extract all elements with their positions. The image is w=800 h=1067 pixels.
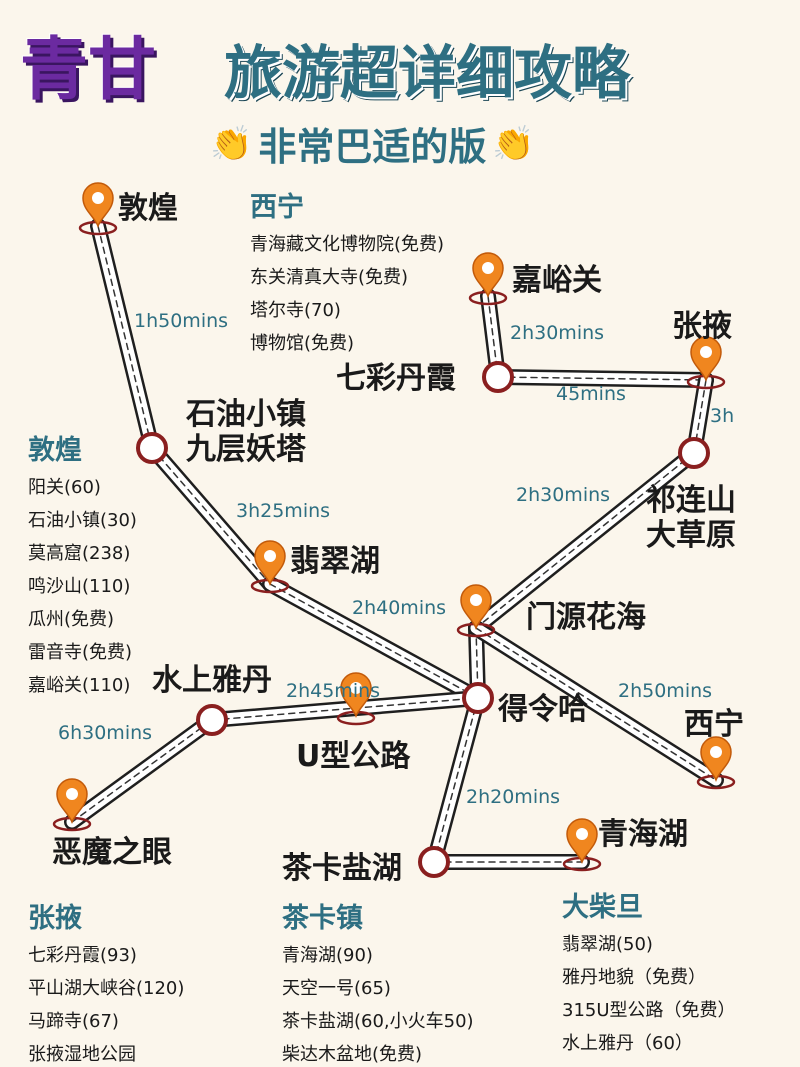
node-chaka — [418, 846, 450, 878]
list-item: 平山湖大峡谷(120) — [28, 978, 185, 999]
road-shiyou-feicui — [151, 447, 271, 585]
place-qilian: 祁连山 大草原 — [646, 483, 736, 553]
location-pin-icon — [562, 818, 602, 872]
location-pin-icon — [686, 336, 726, 390]
duration-zhangye-qilian: 3h — [710, 405, 735, 427]
duration-qilian-menyuan: 2h30mins — [516, 484, 611, 506]
node-shuishang — [196, 704, 228, 736]
duration-menyuan-xining: 2h50mins — [618, 680, 713, 702]
list-item: 雅丹地貌（免费） — [562, 967, 706, 988]
node-qilian — [678, 437, 710, 469]
location-pin-icon — [696, 736, 736, 790]
clapping-hands-icon: 👏 — [210, 123, 253, 164]
duration-shiyou-feicui: 3h25mins — [236, 500, 331, 522]
panel-dachaidan: 大柴旦 翡翠湖(50) 雅丹地貌（免费） 315U型公路（免费） 水上雅丹（60… — [562, 885, 736, 1060]
duration-shuishang-delingha: 2h45mins — [286, 680, 381, 702]
list-item: 柴达木盆地(免费) — [282, 1044, 423, 1065]
location-pin-icon — [52, 778, 92, 832]
list-item: 天空一号(65) — [282, 978, 391, 999]
place-emo: 恶魔之眼 — [52, 835, 172, 870]
list-item: 张掖湿地公园 — [28, 1044, 136, 1065]
panel-dunhuang: 敦煌 阳关(60) 石油小镇(30) 莫高窟(238) 鸣沙山(110) 瓜州(… — [28, 428, 137, 702]
road-danxia-zhangye — [497, 376, 707, 381]
place-feicui: 翡翠湖 — [290, 544, 380, 579]
duration-dunhuang-shiyou: 1h50mins — [134, 310, 229, 332]
subtitle: 👏 非常巴适的版 👏 — [210, 116, 535, 171]
road-delingha-chaka — [433, 697, 479, 863]
list-item: 博物馆(免费) — [250, 333, 355, 354]
place-chaka: 茶卡盐湖 — [282, 851, 402, 886]
panel-title: 张掖 — [28, 903, 82, 934]
place-shuishang: 水上雅丹 — [152, 663, 272, 698]
location-pin-icon — [336, 672, 376, 726]
list-item: 青海湖(90) — [282, 945, 373, 966]
list-item: 马蹄寺(67) — [28, 1011, 119, 1032]
panel-zhangye: 张掖 七彩丹霞(93) 平山湖大峡谷(120) 马蹄寺(67) 张掖湿地公园 — [28, 896, 184, 1067]
node-danxia — [482, 361, 514, 393]
panel-title: 敦煌 — [28, 435, 82, 466]
duration-feicui-delingha: 2h40mins — [352, 597, 447, 619]
list-item: 阳关(60) — [28, 477, 101, 498]
road-qilian-menyuan — [475, 452, 695, 629]
roads-layer — [64, 218, 724, 870]
place-menyuan: 门源花海 — [526, 600, 646, 635]
place-dunhuang: 敦煌 — [118, 191, 178, 226]
list-item: 雷音寺(免费) — [28, 642, 133, 663]
title-region: 青甘 — [20, 31, 157, 110]
panel-title: 茶卡镇 — [282, 903, 363, 934]
location-pin-icon — [78, 182, 118, 236]
clapping-hands-icon: 👏 — [492, 123, 535, 164]
list-item: 鸣沙山(110) — [28, 576, 131, 597]
place-xining: 西宁 — [684, 707, 744, 742]
list-item: 嘉峪关(110) — [28, 675, 131, 696]
node-shiyou — [136, 432, 168, 464]
panel-title: 西宁 — [250, 192, 304, 223]
duration-delingha-chaka: 2h20mins — [466, 786, 561, 808]
road-dunhuang-shiyou — [97, 225, 153, 449]
list-item: 瓜州(免费) — [28, 609, 115, 630]
duration-jiayuguan-danxia: 2h30mins — [510, 322, 605, 344]
location-pin-icon — [468, 252, 508, 306]
place-zhangye: 张掖 — [672, 309, 732, 344]
list-item: 茶卡盐湖(60,小火车50) — [282, 1011, 474, 1032]
place-qinghaihu: 青海湖 — [598, 817, 688, 852]
list-item: 翡翠湖(50) — [562, 934, 653, 955]
list-item: 东关清真大寺(免费) — [250, 267, 409, 288]
road-menyuan-xining — [475, 627, 717, 781]
nodes-layer — [52, 182, 736, 878]
list-item: 水上雅丹（60） — [562, 1033, 693, 1054]
panel-xining: 西宁 青海藏文化博物院(免费) 东关清真大寺(免费) 塔尔寺(70) 博物馆(免… — [250, 185, 444, 360]
place-delingha: 得令哈 — [498, 692, 588, 727]
location-pin-icon — [456, 584, 496, 638]
duration-danxia-zhangye: 45mins — [556, 383, 626, 405]
list-item: 莫高窟(238) — [28, 543, 131, 564]
panel-title: 大柴旦 — [562, 892, 643, 923]
list-item: 七彩丹霞(93) — [28, 945, 137, 966]
place-danxia: 七彩丹霞 — [336, 361, 456, 396]
place-shiyou: 石油小镇 九层妖塔 — [186, 397, 306, 467]
subtitle-text: 非常巴适的版 — [258, 125, 487, 169]
duration-emo-shuishang: 6h30mins — [58, 722, 153, 744]
road-shuishang-delingha — [211, 697, 479, 721]
list-item: 青海藏文化博物院(免费) — [250, 234, 445, 255]
road-feicui-delingha — [269, 583, 479, 699]
title-main: 旅游超详细攻略 — [224, 39, 631, 107]
list-item: 塔尔寺(70) — [250, 300, 341, 321]
panel-chaka: 茶卡镇 青海湖(90) 天空一号(65) 茶卡盐湖(60,小火车50) 柴达木盆… — [282, 896, 474, 1067]
location-pin-icon — [250, 540, 290, 594]
list-item: 315U型公路（免费） — [562, 1000, 736, 1021]
place-ugonglu: U型公路 — [296, 739, 411, 774]
road-emo-shuishang — [71, 719, 213, 823]
place-jiayuguan: 嘉峪关 — [512, 263, 602, 298]
node-delingha — [462, 682, 494, 714]
list-item: 石油小镇(30) — [28, 510, 137, 531]
